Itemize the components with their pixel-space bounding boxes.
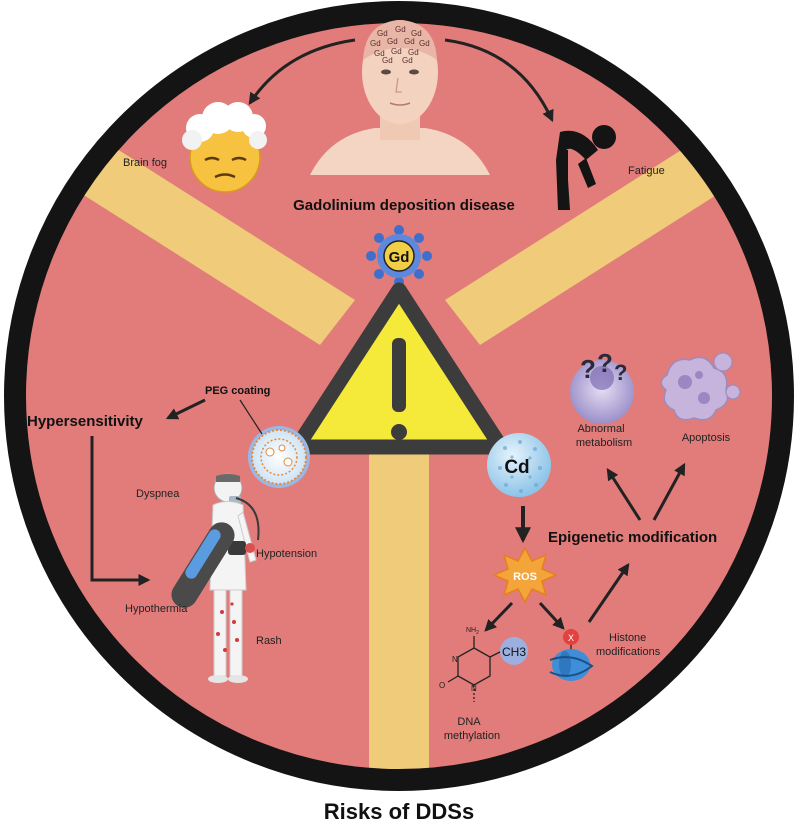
svg-text:Gd: Gd (408, 48, 419, 57)
y-bands (60, 135, 740, 780)
abnormal-cell-icon: ? ? ? (570, 348, 634, 424)
histone-label-line1: Histone (609, 632, 646, 644)
svg-text:Gd: Gd (391, 47, 402, 56)
arrow-epigenetic-to-metabolism (606, 467, 642, 521)
arrow-ros-to-dna (484, 601, 514, 632)
nh2-label: NH2 (466, 627, 479, 636)
arrow-to-brain-fog (248, 38, 356, 106)
cytosine-structure-icon (447, 636, 503, 702)
arrow-hypersensitivity-to-body (90, 436, 151, 586)
apoptosis-cells-icon (660, 352, 741, 421)
dyspnea-label: Dyspnea (136, 488, 180, 500)
head-illustration (310, 20, 490, 175)
arrow-ros-to-histone (538, 601, 565, 630)
histone-label-line2: modifications (596, 646, 661, 658)
svg-text:Gd: Gd (374, 49, 385, 58)
hypotension-label: Hypotension (256, 548, 317, 560)
abnormal-label-line1: Abnormal (577, 423, 624, 435)
arrow-to-fatigue (444, 38, 554, 123)
gd-nanoparticle-icon (366, 225, 432, 287)
ring-n-bottom-label: N (471, 684, 477, 693)
apoptosis-label: Apoptosis (682, 432, 731, 444)
svg-text:Gd: Gd (395, 25, 406, 34)
dna-label-line1: DNA (457, 716, 481, 728)
ros-label: ROS (513, 571, 537, 583)
histone-marker-label: X (568, 633, 574, 643)
brain-gd-marks: Gd Gd Gd Gd Gd Gd Gd Gd Gd Gd Gd Gd (370, 25, 430, 65)
peg-pointer-line (239, 399, 263, 435)
ros-burst-icon (492, 546, 558, 604)
svg-text:?: ? (580, 354, 596, 384)
cd-nanoparticle-icon (487, 433, 551, 497)
svg-text:Gd: Gd (402, 56, 413, 65)
svg-text:Gd: Gd (419, 39, 430, 48)
svg-text:?: ? (597, 348, 613, 378)
ch3-circle-icon (500, 637, 528, 665)
abnormal-label-line2: metabolism (576, 437, 632, 449)
histone-nucleosome-icon (549, 629, 594, 681)
fatigue-label: Fatigue (628, 165, 665, 177)
band-upper-right (445, 135, 740, 345)
peg-nanoparticle-icon (248, 426, 310, 488)
ring-n-top-label: N (452, 655, 458, 664)
hypersensitivity-label: Hypersensitivity (27, 413, 144, 430)
gd-badge-label: Gd (389, 249, 410, 266)
brain-fog-icon (182, 102, 267, 193)
warning-triangle-icon (289, 282, 509, 455)
cd-badge-label: Cd (504, 457, 529, 478)
svg-text:Gd: Gd (377, 29, 388, 38)
gadolinium-title: Gadolinium deposition disease (293, 197, 515, 214)
ch3-label: CH3 (502, 645, 526, 659)
arrow-to-hypersensitivity (165, 398, 206, 420)
footer-title: Risks of DDSs (324, 799, 474, 824)
arrow-histone-to-epigenetic (587, 563, 630, 623)
dna-label-line2: methylation (444, 730, 500, 742)
epigenetic-label: Epigenetic modification (548, 529, 717, 546)
rash-label: Rash (256, 635, 282, 647)
thermometer-icon (171, 522, 235, 608)
arrow-epigenetic-to-apoptosis (652, 462, 686, 521)
svg-text:Gd: Gd (387, 37, 398, 46)
svg-text:?: ? (614, 360, 627, 385)
svg-text:Gd: Gd (370, 39, 381, 48)
carbonyl-o-label: O (439, 681, 445, 690)
circle-rim (4, 1, 794, 791)
svg-text:Gd: Gd (411, 29, 422, 38)
band-bottom (369, 420, 429, 780)
peg-coating-label: PEG coating (205, 385, 270, 397)
brain-fog-label: Brain fog (123, 157, 167, 169)
hypothermia-label: Hypothermia (125, 603, 188, 615)
fatigue-icon (556, 125, 616, 210)
svg-text:Gd: Gd (382, 56, 393, 65)
band-upper-left (60, 135, 355, 345)
svg-text:Gd: Gd (404, 37, 415, 46)
